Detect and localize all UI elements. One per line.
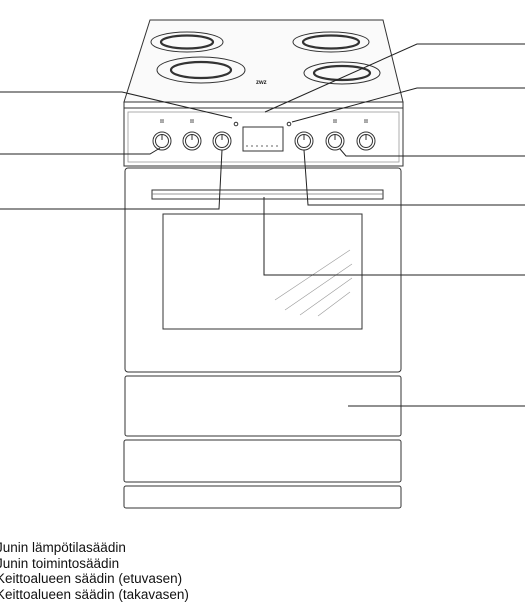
indicator-light-right [286,121,292,127]
brand-label: zwz [256,80,267,86]
legend-item: Keittoalueen säädin (takavasen) [0,586,189,602]
knob-rear-right [325,131,345,151]
leader-left-1 [0,91,233,119]
legend-item: Keittoalueen säädin (etuvasen) [0,571,183,587]
knob-symbols [160,119,368,123]
ceramic-hob [123,19,404,103]
timer-display [242,126,284,152]
leader-lines [0,43,525,407]
cooking-zone-front-left [156,56,246,84]
legend-list: Junin lämpötilasäädin Junin toimintosääd… [0,540,525,602]
leader-right-3 [339,148,525,157]
leader-right-1 [264,43,525,113]
cooking-zone-front-right [303,61,381,85]
cooking-zone-rear-right [292,31,370,53]
leader-left-2 [0,147,161,155]
oven-door-handle [151,189,384,200]
legend-item: Junin lämpötilasäädin [0,540,126,555]
legend-item: Junin toimintosäädin [0,555,120,571]
leader-right-4 [303,149,525,206]
knob-front-right [356,131,376,151]
leader-right-5 [263,197,525,276]
knob-rear-left [182,131,202,151]
indicator-light-left [233,121,239,127]
cooker-diagram: zwz [0,19,525,509]
plinth [123,439,402,483]
oven-window [162,213,363,330]
cooking-zone-rear-left [150,31,224,53]
knob-front-left [152,131,172,151]
base [123,485,402,509]
leader-right-2 [291,87,525,123]
leader-left-3 [0,149,223,210]
